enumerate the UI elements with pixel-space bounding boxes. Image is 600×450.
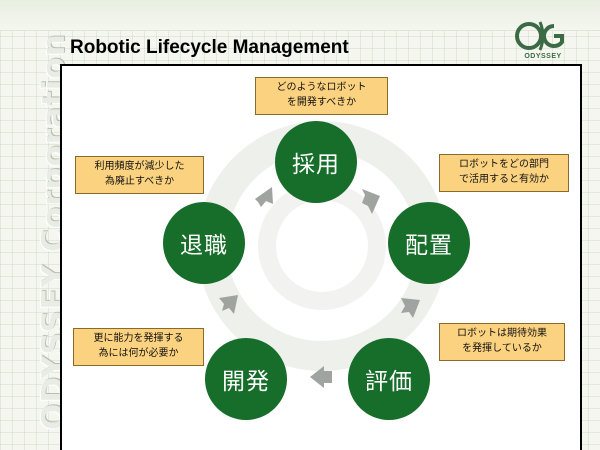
logo-text: ODYSSEY [524, 53, 562, 60]
note-retire-line-2: 為廃止すべきか [104, 176, 175, 187]
note-deploy-line-2: で活用すると有効か [459, 174, 549, 185]
note-deploy-line-1: ロボットをどの部門 [459, 159, 549, 170]
odyssey-logo-icon [515, 21, 564, 51]
diagram-frame: 採用 配置 評価 開発 退職 どのようなロボット を開発すべきか ロボットをどの… [60, 64, 582, 450]
arrow-deploy-to-evaluate [401, 298, 420, 318]
note-deploy: ロボットをどの部門 で活用すると有効か [439, 154, 569, 192]
note-retire: 利用頻度が減少した 為廃止すべきか [75, 156, 204, 194]
stage-develop: 開発 [205, 338, 287, 420]
note-develop-line-2: 為には何が必要か [98, 348, 179, 359]
note-develop-line-1: 更に能力を発揮する [93, 333, 184, 344]
header-band [0, 0, 600, 31]
note-evaluate-line-2: を発揮しているか [462, 343, 542, 354]
cycle-arrows [219, 187, 420, 388]
arrow-adopt-to-deploy [362, 189, 380, 214]
note-adopt-line-1: どのようなロボット [276, 82, 367, 93]
page-title: Robotic Lifecycle Management [70, 37, 349, 58]
arrow-develop-to-retire [219, 295, 238, 314]
stage-deploy: 配置 [388, 202, 470, 284]
note-adopt: どのようなロボット を開発すべきか [255, 77, 388, 115]
stage-adopt: 採用 [275, 121, 357, 203]
arrow-evaluate-to-develop [310, 366, 332, 388]
note-evaluate-line-1: ロボットは期待効果 [457, 328, 547, 339]
stage-evaluate: 評価 [348, 338, 430, 420]
note-evaluate: ロボットは期待効果 を発揮しているか [439, 323, 565, 361]
arrow-retire-to-adopt [255, 187, 273, 207]
stage-retire: 退職 [163, 202, 245, 284]
note-develop: 更に能力を発揮する 為には何が必要か [73, 328, 204, 366]
note-adopt-line-2: を開発すべきか [286, 97, 357, 108]
note-retire-line-1: 利用頻度が減少した [94, 161, 185, 172]
